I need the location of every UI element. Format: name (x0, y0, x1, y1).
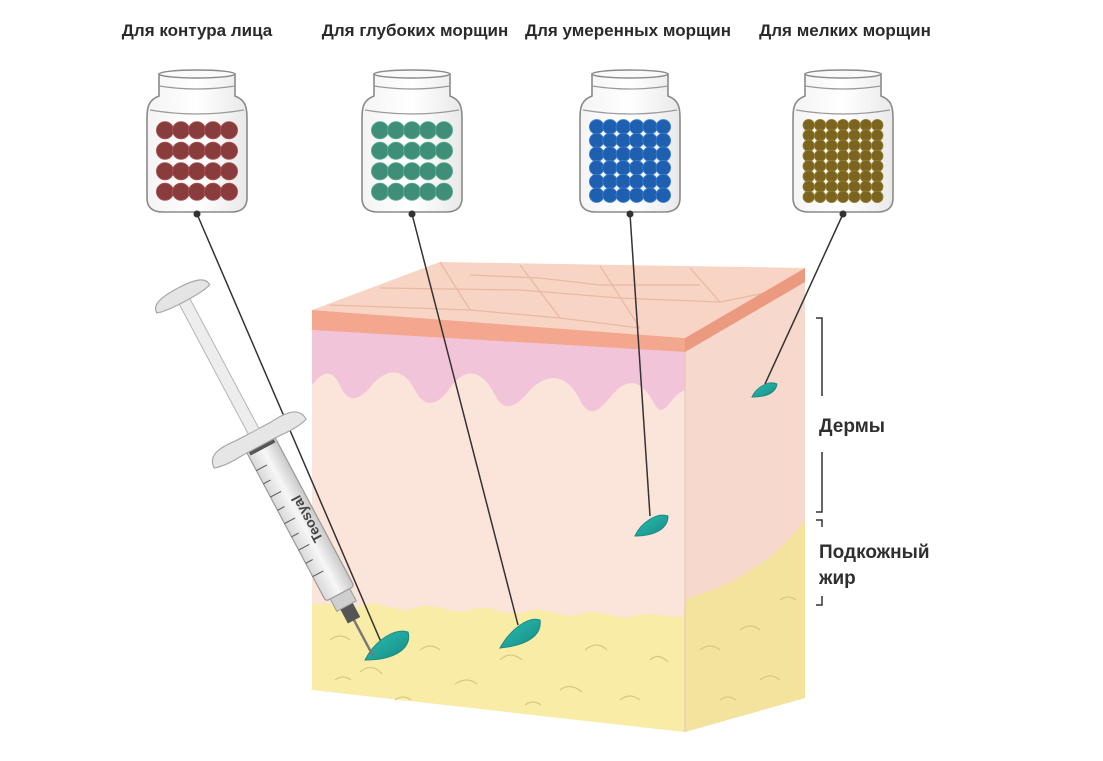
fat-texture (329, 596, 797, 706)
jar-beads (589, 119, 671, 203)
jar-label-fine: Для мелких морщин (759, 21, 931, 40)
filler-deposit-contour (364, 630, 410, 661)
skin-block (312, 261, 805, 732)
jar-rim (591, 69, 669, 79)
jar-deep (361, 69, 463, 213)
jar-label-deep: Для глубоких морщин (322, 21, 508, 40)
dermis-papillary-layer (312, 330, 685, 412)
jar-beads (370, 121, 453, 201)
filler-deposit-moderate (634, 514, 669, 537)
epidermis-right (685, 268, 805, 352)
layer-brackets (816, 317, 823, 606)
filler-deposit-deep (499, 618, 541, 649)
skin-surface-lines (329, 261, 771, 329)
pointer-line-moderate (629, 213, 651, 517)
filler-jars (146, 69, 894, 213)
pointer-dots (193, 210, 847, 218)
jar-moderate (579, 69, 681, 213)
jar-rim (373, 69, 451, 79)
fat-bracket-bottom (816, 596, 823, 606)
syringe-plunger-rod (177, 295, 260, 435)
fat-bracket-top (816, 519, 823, 527)
syringe-scale (256, 464, 324, 577)
epidermis-front (312, 310, 685, 352)
syringe-thumb-pad (155, 279, 211, 314)
dermis-bracket-bottom (816, 452, 823, 513)
layer-label-dermis: Дермы (819, 416, 885, 437)
syringe-hub (340, 602, 361, 624)
pointer-line-deep (411, 213, 519, 626)
jar-label-moderate: Для умеренных морщин (525, 21, 731, 40)
pointer-line-fine (764, 213, 844, 385)
jar-contour (146, 69, 248, 213)
skin-top-face (312, 262, 805, 338)
dermis-bracket-top (816, 317, 823, 396)
syringe-needle (353, 619, 374, 657)
jar-labels: Для контура лица Для глубоких морщин Для… (122, 21, 931, 40)
filler-deposits (364, 382, 778, 661)
syringe-flange (211, 411, 307, 469)
jar-beads (155, 121, 238, 201)
jar-beads (802, 119, 884, 203)
jar-label-contour: Для контура лица (122, 21, 273, 40)
jar-rim (158, 69, 236, 79)
filler-deposit-fine (751, 382, 778, 398)
layer-label-fat-line2: жир (818, 568, 856, 589)
layer-label-fat-line1: Подкожный (819, 542, 930, 563)
jar-rim (804, 69, 882, 79)
jar-fine (792, 69, 894, 213)
fat-right-face (685, 520, 805, 732)
